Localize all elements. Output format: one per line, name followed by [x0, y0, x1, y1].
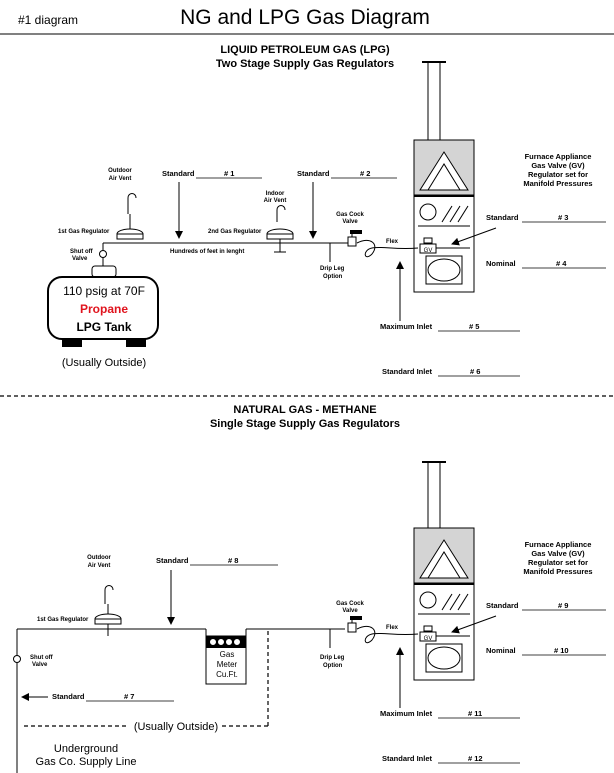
ng-outdoor-vent-label-1: Outdoor: [87, 555, 111, 561]
lpg-gv-label: GV: [424, 248, 433, 254]
lpg-tank-name: Propane: [80, 302, 128, 316]
ng-furnace-label-1: Furnace Appliance: [525, 540, 592, 549]
ng-std9-arrow: [451, 615, 497, 634]
lpg-shutoff-label-1: Shut off: [70, 249, 94, 255]
ng-flex-label: Flex: [386, 625, 399, 631]
ng-outdoor-vent: [104, 585, 114, 604]
lpg-drip-label-2: Option: [323, 274, 343, 280]
lpg-std3-arrow: [451, 227, 497, 246]
lpg-std1-label: Standard: [162, 169, 195, 178]
ng-outdoor-vent-label-2: Air Vent: [88, 563, 111, 569]
ng-furnace-label-2: Gas Valve (GV): [531, 549, 585, 558]
ng-usually-outside: (Usually Outside): [134, 721, 218, 733]
lpg-reg1-label: 1st Gas Regulator: [58, 229, 110, 235]
lpg-reg2-label: 2nd Gas Regulator: [208, 229, 262, 235]
ng-furnace: GV: [413, 527, 475, 681]
ng-underground-1: Underground: [54, 743, 118, 755]
lpg-num3: # 3: [558, 213, 568, 222]
lpg-gas-cock-label-1: Gas Cock: [336, 212, 364, 218]
ng-max11-label: Maximum Inlet: [380, 709, 433, 718]
lpg-outdoor-vent-label-2: Air Vent: [109, 176, 132, 182]
ng-num9: # 9: [558, 601, 568, 610]
ng-std9-label: Standard: [486, 601, 519, 610]
ng-gas-cock-valve: [347, 616, 362, 633]
lpg-flex-label: Flex: [386, 239, 399, 245]
lpg-subtitle: Two Stage Supply Gas Regulators: [216, 58, 394, 70]
lpg-num5: # 5: [469, 322, 479, 331]
ng-shutoff-valve: [13, 655, 21, 663]
lpg-indoor-vent-label-2: Air Vent: [264, 198, 287, 204]
lpg-std2-label: Standard: [297, 169, 330, 178]
diagram-tag: #1 diagram: [18, 13, 78, 27]
lpg-tank: [47, 265, 159, 347]
lpg-pipe: [102, 239, 419, 268]
lpg-stdin6-label: Standard Inlet: [382, 367, 433, 376]
ng-subtitle: Single Stage Supply Gas Regulators: [210, 418, 400, 430]
ng-shutoff-label-1: Shut off: [30, 655, 54, 661]
lpg-gas-cock-valve: [347, 230, 362, 247]
lpg-shutoff-label-2: Valve: [72, 256, 88, 262]
lpg-furnace-label-2: Gas Valve (GV): [531, 161, 585, 170]
ng-num11: # 11: [468, 709, 482, 718]
lpg-furnace: GV: [413, 139, 475, 293]
ng-title: NATURAL GAS - METHANE: [233, 404, 376, 416]
ng-gas-cock-label-1: Gas Cock: [336, 601, 364, 607]
lpg-std3-label: Standard: [486, 213, 519, 222]
lpg-num6: # 6: [470, 367, 480, 376]
lpg-furnace-label-3: Regulator set for: [528, 170, 588, 179]
lpg-outdoor-vent: [127, 193, 137, 214]
lpg-drip-label-1: Drip Leg: [320, 266, 345, 272]
lpg-outdoor-vent-label-1: Outdoor: [108, 168, 132, 174]
lpg-pipe-label: Hundreds of feet in lenght: [170, 249, 244, 255]
ng-std8-label: Standard: [156, 556, 189, 565]
lpg-indoor-vent-label-1: Indoor: [266, 191, 285, 197]
ng-reg1-label: 1st Gas Regulator: [37, 617, 89, 623]
ng-gas-meter: [205, 629, 247, 685]
lpg-second-regulator: [266, 228, 294, 253]
page-title: NG and LPG Gas Diagram: [180, 6, 430, 29]
ng-meter-label-2: Meter: [217, 660, 238, 669]
lpg-first-regulator: [116, 214, 144, 240]
ng-outside-boundary: [24, 629, 269, 727]
lpg-indoor-vent: [276, 205, 286, 222]
ng-num8: # 8: [228, 556, 238, 565]
ng-meter-label-3: Cu.Ft.: [216, 670, 238, 679]
lpg-num2: # 2: [360, 169, 370, 178]
lpg-furnace-label-1: Furnace Appliance: [525, 152, 592, 161]
lpg-tank-psig: 110 psig at 70F: [63, 284, 145, 298]
ng-num10: # 10: [554, 646, 569, 655]
lpg-tank-type: LPG Tank: [76, 320, 131, 334]
lpg-num1: # 1: [224, 169, 234, 178]
ng-meter-label-1: Gas: [220, 650, 235, 659]
ng-furnace-label-4: Manifold Pressures: [523, 567, 592, 576]
lpg-nom4-label: Nominal: [486, 259, 516, 268]
ng-stdin12-label: Standard Inlet: [382, 754, 433, 763]
ng-gv-label: GV: [424, 636, 433, 642]
ng-first-regulator: [94, 604, 122, 636]
lpg-num4: # 4: [556, 259, 567, 268]
ng-std7-label: Standard: [52, 692, 85, 701]
lpg-shutoff-valve: [99, 250, 107, 258]
lpg-usually-outside: (Usually Outside): [62, 357, 146, 369]
lpg-max5-label: Maximum Inlet: [380, 322, 433, 331]
ng-gas-cock-label-2: Valve: [342, 608, 358, 614]
ng-nom10-label: Nominal: [486, 646, 516, 655]
ng-pipe: [16, 625, 419, 773]
ng-drip-label-2: Option: [323, 663, 343, 669]
lpg-furnace-label-4: Manifold Pressures: [523, 179, 592, 188]
ng-drip-label-1: Drip Leg: [320, 655, 345, 661]
ng-furnace-label-3: Regulator set for: [528, 558, 588, 567]
lpg-title: LIQUID PETROLEUM GAS (LPG): [220, 44, 390, 56]
ng-shutoff-label-2: Valve: [32, 662, 48, 668]
ng-num12: # 12: [468, 754, 483, 763]
ng-num7: # 7: [124, 692, 134, 701]
lpg-gas-cock-label-2: Valve: [342, 219, 358, 225]
ng-underground-2: Gas Co. Supply Line: [36, 756, 137, 768]
